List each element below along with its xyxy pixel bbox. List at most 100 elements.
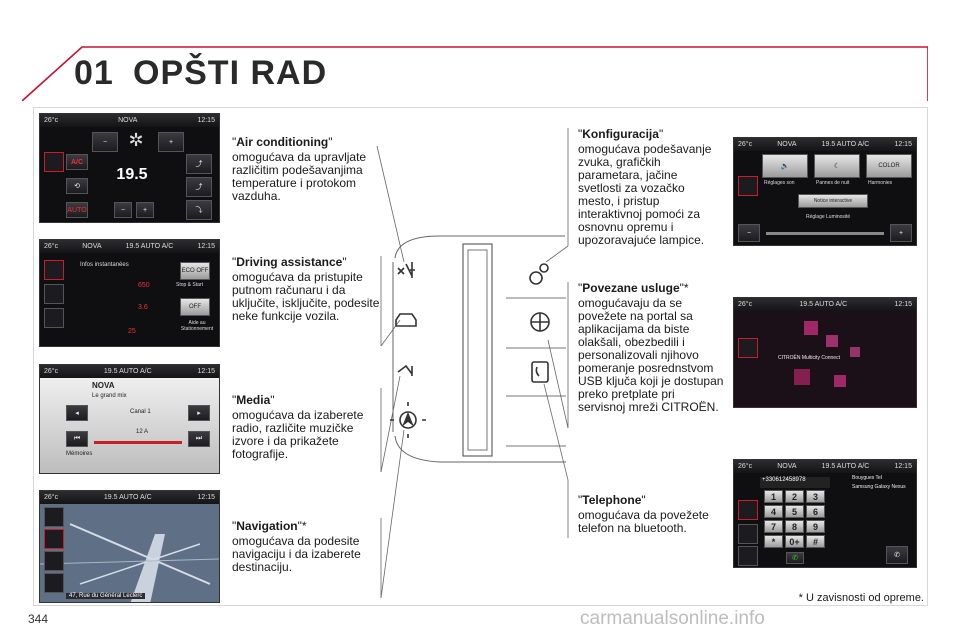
section-title: Povezane usluge [582,281,680,295]
brightness-plus-button[interactable]: + [890,224,912,242]
freq-readout: 19.5 AUTO A/C [103,368,152,375]
brightness-minus-button[interactable]: − [738,224,760,242]
temp-readout: 26°c [738,301,753,308]
call-button[interactable]: ✆ [786,552,804,564]
nav-move-button[interactable] [44,551,64,571]
airflow-lower-button[interactable]: ⤵ [186,200,212,220]
status-bar: 26°c NOVA 19.5 AUTO A/C 12:15 [40,240,219,253]
brightness-slider[interactable] [766,232,884,235]
nav-zoom-button[interactable] [44,573,64,593]
media-panel [40,378,219,473]
media-frequency: 12 A [136,429,149,435]
status-bar: 26°c NOVA 19.5 AUTO A/C 12:15 [734,460,916,473]
keypad-key[interactable]: 6 [806,505,825,518]
airflow-mid-button[interactable]: ⤴ [186,177,212,197]
station-readout: NOVA [118,117,138,124]
temp-readout: 26°c [738,463,753,470]
section-body: omogućava podešavanje zvuka, grafičkih p… [578,142,712,247]
section-media: "Media" omogućava da izaberete radio, ra… [232,394,380,461]
nav-menu-button[interactable] [44,507,64,527]
color-tile[interactable]: COLOR [866,154,912,178]
keypad-key[interactable]: 2 [785,490,804,503]
seek-forward-button[interactable]: ⏭ [188,431,210,447]
section-title: Telephone [582,493,642,507]
temp-plus-button[interactable]: + [136,202,154,218]
map-view[interactable] [40,504,220,603]
section-title: Konfiguracija [582,127,659,141]
menu-button[interactable] [738,338,758,358]
auto-button[interactable]: AUTO [66,202,88,218]
section-title-suffix: " [328,135,333,149]
settings2-button[interactable] [44,308,64,328]
sound-settings-tile[interactable]: 🔈 [762,154,808,178]
footnote: * U zavisnosti od opreme. [798,592,924,604]
freq-readout: 19.5 AUTO A/C [103,494,152,501]
eco-off-button[interactable]: ECO OFF [180,262,210,280]
time-readout: 12:15 [197,368,215,375]
temp-readout: 26°c [44,117,59,124]
fan-plus-button[interactable]: + [158,132,184,152]
contacts-button[interactable] [738,524,758,544]
settings-button[interactable] [44,284,64,304]
harmonies-label: Harmonies [868,180,893,186]
dialed-number[interactable]: +330612458978 [760,477,830,488]
temp-readout: 26°c [44,494,59,501]
keypad-key[interactable]: 0+ [785,535,804,548]
next-button[interactable]: ▸ [188,405,210,421]
keypad-key[interactable]: 3 [806,490,825,503]
calls-button[interactable] [738,546,758,566]
section-title-suffix: "* [297,519,307,533]
keypad-key[interactable]: # [806,535,825,548]
keypad-key[interactable]: 5 [785,505,804,518]
fan-minus-button[interactable]: − [92,132,118,152]
media-station: NOVA [92,381,115,390]
temp-minus-button[interactable]: − [114,202,132,218]
section-driving-assistance: "Driving assistance" omogućava da pristu… [232,255,380,323]
menu-button[interactable] [738,176,758,196]
nav-home-button[interactable] [44,529,64,549]
memories-label[interactable]: Mémoires [66,451,93,457]
config-screen: 26°c NOVA 19.5 AUTO A/C 12:15 🔈 ☾ COLOR … [733,137,917,246]
menu-button[interactable] [44,260,64,280]
section-navigation: "Navigation"* omogućava da podesite navi… [232,520,380,574]
trip-value-2: 3.6 [138,304,148,311]
night-mode-tile[interactable]: ☾ [814,154,860,178]
temp-readout: 26°c [44,243,59,250]
chapter-header-frame [22,46,928,101]
keypad-key[interactable]: 1 [764,490,783,503]
freq-readout: 19.5 AUTO A/C [821,141,870,148]
content-frame [33,107,928,606]
recirculation-button[interactable]: ⟲ [66,178,88,194]
sound-label: Réglages son [764,180,795,186]
menu-button[interactable] [44,152,64,172]
keypad-key[interactable]: 8 [785,520,804,533]
recent-call-button[interactable]: ✆ [886,546,908,564]
trip-value-1: 650 [138,282,150,289]
watermark: carmanualsonline.info [580,608,765,629]
keypad-key[interactable]: * [764,535,783,548]
driving-screen: 26°c NOVA 19.5 AUTO A/C 12:15 Infos inst… [39,239,220,347]
park-off-button[interactable]: OFF [180,298,210,316]
section-air-conditioning: "Air conditioning" omogućava da upravlja… [232,136,382,203]
freq-readout: 19.5 AUTO A/C [799,301,848,308]
section-title-suffix: " [658,127,664,141]
ac-toggle[interactable]: A/C [66,154,88,170]
nav-address: 47, Rue du Général Leclerc [66,593,146,599]
keypad-key[interactable]: 7 [764,520,783,533]
section-title: Media [236,393,271,407]
section-title: Navigation [236,519,298,533]
interactive-manual-tile[interactable]: Notice interactive [798,194,868,208]
prev-button[interactable]: ◂ [66,405,88,421]
section-configuration: "Konfiguracija" omogućava podešavanje zv… [578,128,718,247]
time-readout: 12:15 [197,243,215,250]
section-title: Driving assistance [236,255,343,269]
keypad-key[interactable]: 4 [764,505,783,518]
frequency-slider[interactable] [94,441,182,444]
keypad-key[interactable]: 9 [806,520,825,533]
time-readout: 12:15 [894,141,912,148]
section-title-suffix: " [270,393,275,407]
section-title-suffix: " [342,255,347,269]
airflow-upper-button[interactable]: ⤴ [186,154,212,174]
menu-button[interactable] [738,500,758,520]
seek-back-button[interactable]: ⏮ [66,431,88,447]
